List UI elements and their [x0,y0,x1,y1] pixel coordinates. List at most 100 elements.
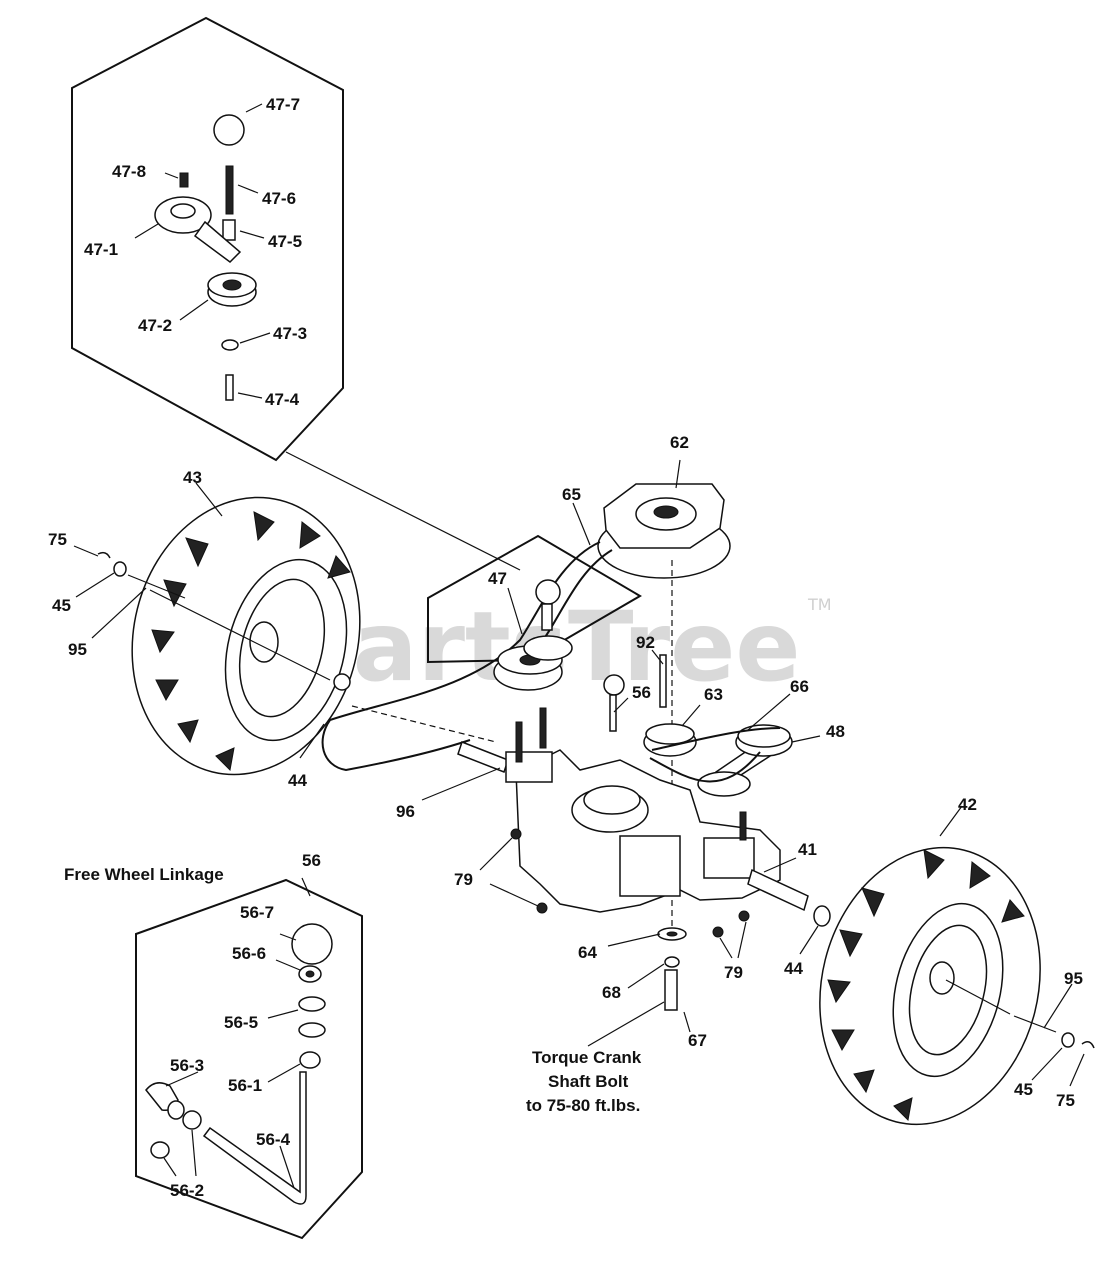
idler-pulley-bore [222,279,242,291]
transaxle-end [703,837,755,879]
nut-79-a [510,828,522,840]
inset-leader [285,451,521,571]
inset-frame-56 [135,878,363,1240]
callout-75-left: 75 [48,530,67,549]
free-wheel-linkage-title: Free Wheel Linkage [64,865,224,884]
callout-45-left: 45 [52,596,71,615]
callout-47-6: 47-6 [262,189,296,208]
spring-47-6 [225,165,234,215]
right-wheel-42 [819,846,1041,1126]
transaxle-fan-top [583,785,641,815]
callout-96: 96 [396,802,415,821]
retaining-ring-75-right [1081,1041,1095,1049]
washer-44-right [813,905,831,927]
callout-62: 62 [670,433,689,452]
callout-47: 47 [488,569,507,588]
bushing-47-5 [222,219,236,241]
bolt-vertical-1 [515,721,523,763]
callout-79-left-a: 79 [454,870,473,889]
callout-64: 64 [578,943,597,962]
callout-43: 43 [183,468,202,487]
nut-56-6-bore [305,970,315,978]
callout-79-right: 79 [724,963,743,982]
washer-56-5-b [298,1022,326,1038]
bolt-47-4 [225,374,234,401]
watermark-trademark: TM [807,595,832,614]
clutch-bore [653,505,679,519]
callout-41: 41 [798,840,817,859]
nut-56-2-a [182,1110,202,1130]
rod-56-4 [202,1071,307,1205]
free-wheel-rod [609,694,617,732]
callout-92: 92 [636,633,655,652]
nut-79-d [738,910,750,922]
washer-45-left [113,561,127,577]
torque-note-line3: to 75-80 ft.lbs. [526,1096,640,1115]
clutch-62 [597,483,731,579]
callout-56-2: 56-2 [170,1181,204,1200]
bolt-vertical-3 [739,811,747,841]
washer-47-3 [221,339,239,351]
bolt-vertical-2 [539,707,547,749]
left-hub-cap [333,673,351,691]
callout-56-3: 56-3 [170,1056,204,1075]
left-wheel-43 [131,496,361,776]
torque-note-line2: Shaft Bolt [548,1072,629,1091]
transaxle [457,707,809,938]
callout-47-4: 47-4 [265,390,300,409]
callout-67: 67 [688,1031,707,1050]
callout-48: 48 [826,722,845,741]
callout-56-1: 56-1 [228,1076,262,1095]
panel-outline [427,534,642,664]
callout-56-main: 56 [632,683,651,702]
lock-washer-68 [664,956,680,968]
alignment-line-left [351,705,497,743]
callout-56-4: 56-4 [256,1130,291,1149]
callout-47-2: 47-2 [138,316,172,335]
washer-45-right [1061,1032,1075,1048]
left-hub [249,621,279,663]
callout-75-right: 75 [1056,1091,1075,1110]
idler-bracket-installed [523,635,573,661]
callout-68: 68 [602,983,621,1002]
free-wheel-inset [135,877,363,1240]
left-rim-inner [238,578,326,718]
pin-95-left [127,574,186,599]
idler-47-installed [493,579,573,691]
right-hub [929,961,955,995]
callout-47-8: 47-8 [112,162,146,181]
nut-56-1 [299,1051,321,1069]
axle-bracket-left [505,751,553,783]
idler-pulley-66 [697,771,751,797]
ball-knob-56-7 [291,923,333,965]
nut-56-2-b [150,1141,170,1159]
torque-note-line1: Torque Crank [532,1048,642,1067]
belt-65 [321,541,601,772]
axle-41 [747,868,809,912]
transaxle-cover [619,835,681,897]
ball-knob-47-7 [213,114,245,146]
free-wheel-knob [603,674,625,696]
callout-65: 65 [562,485,581,504]
crank-bolt-67 [664,969,678,1011]
callout-44-right: 44 [784,959,803,978]
callout-66: 66 [790,677,809,696]
callout-56-inset: 56 [302,851,321,870]
callout-47-7: 47-7 [266,95,300,114]
callout-56-7: 56-7 [240,903,274,922]
callout-47-1: 47-1 [84,240,118,259]
callout-95-left: 95 [68,640,87,659]
pin-95-right [1013,1015,1057,1033]
callout-56-5: 56-5 [224,1013,258,1032]
callout-56-6: 56-6 [232,944,266,963]
nut-79-c [712,926,724,938]
callout-44-left: 44 [288,771,307,790]
pulley-63-top [645,723,695,745]
elbow-56-3-port [167,1100,185,1120]
callout-63: 63 [704,685,723,704]
drive-belt-lower [649,751,761,783]
axle-96 [457,741,509,773]
callout-95-right: 95 [1064,969,1083,988]
inset-frame-47 [71,16,344,462]
